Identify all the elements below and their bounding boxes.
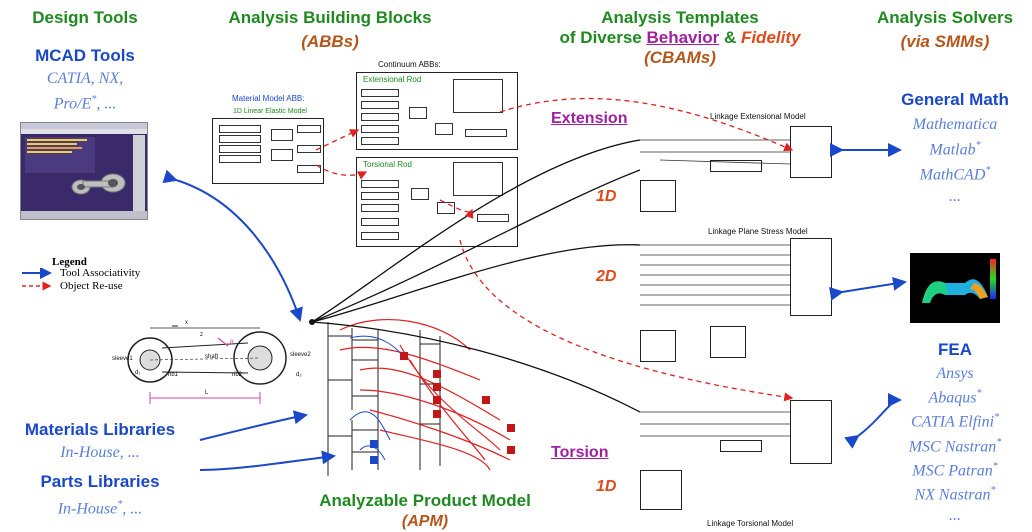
label-theta: θ xyxy=(230,340,234,346)
templates-line1: Analysis Templates xyxy=(601,8,759,27)
tors-model-title: Linkage Torsional Model xyxy=(707,519,794,528)
label-shaft: shaft xyxy=(205,354,219,360)
label-d1: d₁ xyxy=(135,370,141,376)
abb-sub: (ABBs) xyxy=(301,32,359,51)
tors-margin-box xyxy=(640,470,682,510)
dim-1d-extension: 1D xyxy=(596,188,617,205)
materials-title: Materials Libraries xyxy=(24,420,176,439)
plane-model-title: Linkage Plane Stress Model xyxy=(708,227,808,236)
fea-screenshot xyxy=(910,253,1000,323)
legend-object-reuse: Object Re-use xyxy=(60,280,123,292)
solvers-header: Analysis Solvers xyxy=(876,8,1014,27)
linear-elastic-label: 1D Linear Elastic Model xyxy=(233,108,307,115)
parts-title: Parts Libraries xyxy=(40,472,160,491)
templates-header: Analysis Templates of Diverse Behavior &… xyxy=(545,8,815,68)
parts-sub: In-House*, ... xyxy=(57,499,143,518)
continuum-abbs-label: Continuum ABBs: xyxy=(378,60,441,69)
apm-template-links xyxy=(311,139,641,413)
label-d2: d₂ xyxy=(296,372,302,378)
linkage-drawing xyxy=(127,325,287,404)
extensional-rod-label: Extensional Rod xyxy=(363,75,422,84)
label-z: z xyxy=(200,332,203,338)
design-tools-header: Design Tools xyxy=(32,8,138,27)
general-math-title: General Math xyxy=(901,90,1009,109)
ext-margin-box xyxy=(640,180,676,212)
fea-title: FEA xyxy=(938,340,972,359)
ext-model-title: Linkage Extensional Model xyxy=(710,112,806,121)
label-rib1: rib1 xyxy=(168,372,179,378)
label-L: L xyxy=(205,390,209,396)
apm-red-links xyxy=(339,319,511,471)
tors-inner-box xyxy=(720,440,762,452)
template-wiring xyxy=(640,139,791,437)
catia-screenshot xyxy=(20,122,148,220)
apm-sub: (APM) xyxy=(401,513,449,530)
label-sleeve1: sleeve1 xyxy=(112,356,133,362)
label-rib2: rib2 xyxy=(232,372,243,378)
tool-assoc-arrows xyxy=(162,143,907,471)
label-x: x xyxy=(185,320,188,326)
solvers-sub: (via SMMs) xyxy=(900,32,990,51)
mcad-title: MCAD Tools xyxy=(35,46,135,65)
legend-tool-associativity: Tool Associativity xyxy=(60,267,141,279)
apm-title: Analyzable Product Model xyxy=(319,491,531,510)
legend-arrows xyxy=(22,268,52,291)
extension-label: Extension xyxy=(551,110,628,127)
plane-margin-box-1 xyxy=(640,330,676,362)
torsion-label: Torsion xyxy=(551,444,609,461)
apm-blue-nodes xyxy=(370,440,378,464)
reuse-arrows xyxy=(315,97,794,402)
plane-margin-box-2 xyxy=(710,326,746,358)
legend-title: Legend xyxy=(52,256,87,268)
general-math-list: Mathematica Matlab* MathCAD* ... xyxy=(912,116,998,205)
fea-list: Ansys Abaqus* CATIA Elfini* MSC Nastran*… xyxy=(908,365,1002,524)
apm-red-nodes xyxy=(400,352,515,454)
extensional-rod-box: Extensional Rod xyxy=(356,72,518,150)
tors-model-block xyxy=(790,400,832,464)
apm-root-node xyxy=(309,319,315,325)
torsional-rod-label: Torsional Rod xyxy=(363,160,412,169)
ext-model-block xyxy=(790,126,832,178)
torsional-rod-box: Torsional Rod xyxy=(356,157,518,247)
dim-2d: 2D xyxy=(596,268,617,285)
material-abb-label: Material Model ABB: xyxy=(232,94,305,103)
plane-model-block xyxy=(790,238,832,316)
templates-line2: of Diverse Behavior & Fidelity xyxy=(559,28,801,47)
templates-sub: (CBAMs) xyxy=(644,48,716,67)
apm-tree xyxy=(327,322,441,476)
dim-1d-torsion: 1D xyxy=(596,478,617,495)
materials-sub: In-House, ... xyxy=(60,444,140,461)
label-sleeve2: sleeve2 xyxy=(290,352,311,358)
abb-header: Analysis Building Blocks xyxy=(228,8,432,27)
mcad-list: CATIA, NX, Pro/E*, ... xyxy=(46,70,124,113)
